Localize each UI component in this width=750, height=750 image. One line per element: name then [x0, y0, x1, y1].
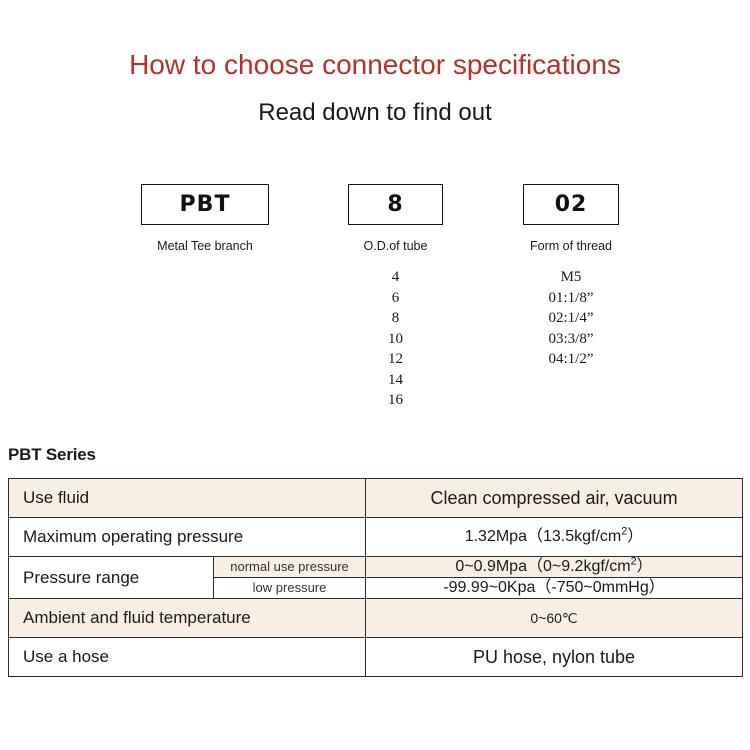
code-breakdown: PBT Metal Tee branch 8 O.D.of tube 4 6 8 10…: [0, 184, 750, 424]
spec-sublabel: low pressure: [212, 577, 367, 599]
code-option: 10: [388, 330, 403, 347]
code-option: 4: [391, 269, 400, 285]
code-box-3: 02: [523, 184, 619, 225]
code-box-2-text: 8: [387, 191, 404, 217]
code-option: 8: [391, 310, 400, 326]
code-column-2: 8 O.D.of tube 4 6 8 10 12 14 16: [348, 184, 443, 411]
code-option: M5: [560, 269, 582, 285]
code-option: 6: [391, 289, 400, 306]
page-subtitle: Read down to find out: [258, 99, 492, 126]
code-option: 02:1/4”: [548, 310, 594, 326]
code-option: 12: [388, 351, 403, 367]
code-box-1: PBT: [141, 184, 269, 225]
spec-label: Use fluid: [7, 478, 367, 518]
code-option: 16: [388, 392, 403, 408]
code-box-3-text: 02: [554, 191, 588, 217]
spec-value: 1.32Mpa（13.5kgf/cm2）: [365, 517, 744, 557]
spec-value: 0~0.9Mpa（0~9.2kgf/cm2）: [365, 556, 744, 578]
spec-value: Clean compressed air, vacuum: [365, 478, 744, 518]
spec-label: Maximum operating pressure: [7, 517, 367, 557]
spec-label: Pressure range: [8, 556, 214, 599]
spec-sublabel: normal use pressure: [212, 556, 367, 578]
table-row: low pressure-99.99~0Kpa（-750~0mmHg）: [9, 577, 744, 599]
spec-value: 0~60℃: [365, 598, 744, 638]
code-caption-3: Form of thread: [530, 239, 612, 253]
code-column-1: PBT Metal Tee branch: [141, 184, 269, 267]
spec-label: Ambient and fluid temperature: [7, 598, 367, 638]
series-heading: PBT Series: [8, 445, 96, 464]
page-title: How to choose connector specifications: [129, 49, 621, 80]
code-option: 03:3/8”: [548, 330, 594, 347]
spec-value: PU hose, nylon tube: [365, 637, 744, 677]
code-box-2: 8: [348, 184, 443, 225]
spec-value: -99.99~0Kpa（-750~0mmHg）: [365, 577, 744, 599]
code-option: 14: [388, 371, 403, 388]
spec-label: Use a hose: [7, 637, 367, 677]
code-caption-2: O.D.of tube: [363, 239, 428, 253]
code-options-3: M5 01:1/8” 02:1/4” 03:3/8” 04:1/2”: [523, 267, 619, 370]
code-option: 04:1/2”: [548, 351, 594, 367]
code-option: 01:1/8”: [548, 289, 594, 306]
code-box-1-text: PBT: [179, 191, 231, 217]
code-caption-1: Metal Tee branch: [157, 239, 253, 253]
code-options-2: 4 6 8 10 12 14 16: [348, 267, 443, 411]
code-column-3: 02 Form of thread M5 01:1/8” 02:1/4” 03:3/8…: [523, 184, 619, 370]
